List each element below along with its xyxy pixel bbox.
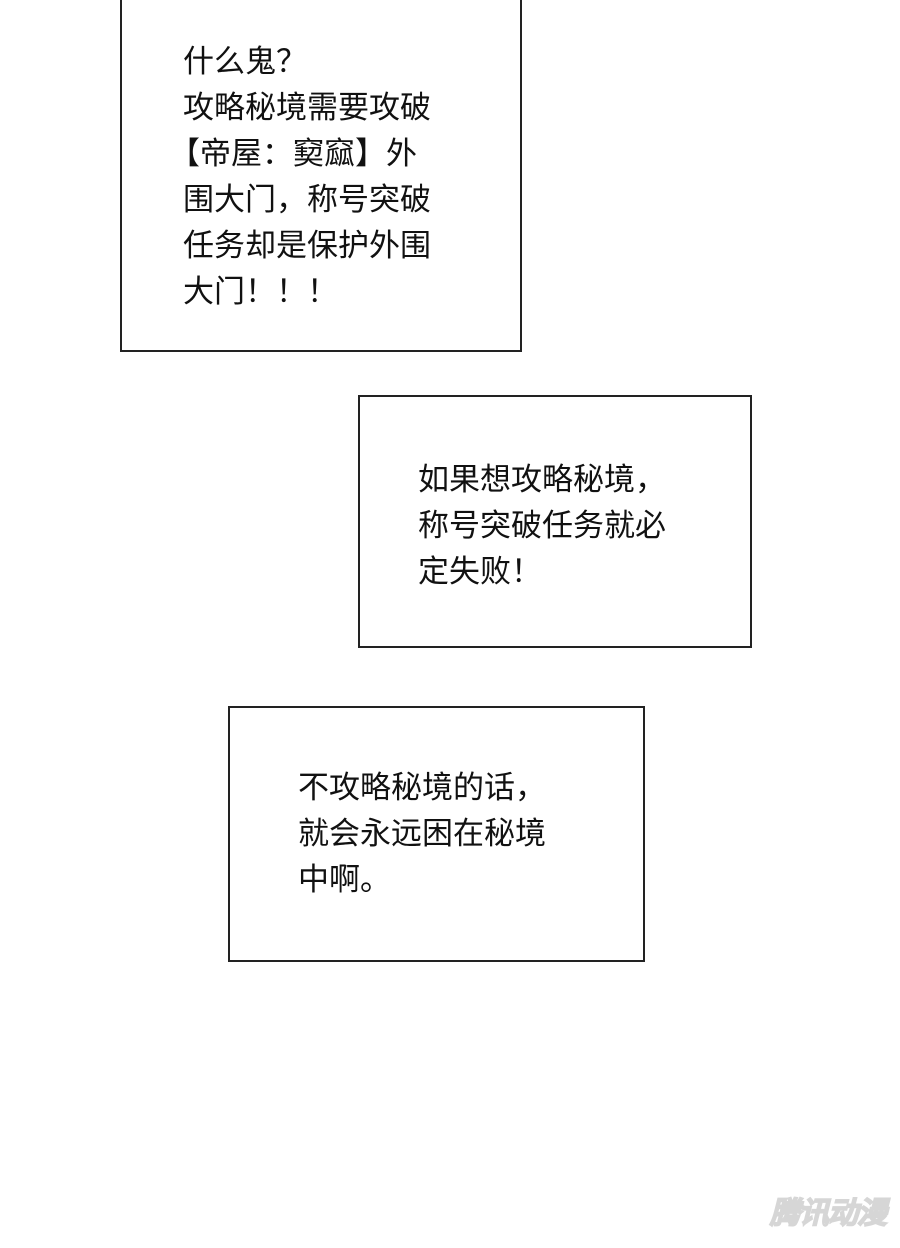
caption-text: 不攻略秘境的话， 就会永远困在秘境 中啊。 (298, 765, 546, 903)
caption-box-3: 不攻略秘境的话， 就会永远困在秘境 中啊。 (228, 706, 645, 962)
caption-text: 什么鬼？ 攻略秘境需要攻破 【帝屋：窫窳】外 围大门，称号突破 任务却是保护外围… (169, 39, 431, 315)
caption-line: 攻略秘境需要攻破 (183, 90, 431, 126)
caption-line: 如果想攻略秘境， (418, 462, 666, 498)
caption-line: 什么鬼？ (183, 44, 307, 80)
caption-line: 任务却是保护外围 (183, 228, 431, 264)
caption-line: 中啊。 (298, 862, 391, 898)
caption-line: 不攻略秘境的话， (298, 770, 546, 806)
caption-line: 围大门，称号突破 (183, 182, 431, 218)
caption-line: 【帝屋：窫窳】外 (169, 136, 417, 172)
watermark-logo: 腾讯动漫 (769, 1195, 888, 1232)
caption-line: 大门！！！ (183, 274, 338, 310)
caption-box-1: 什么鬼？ 攻略秘境需要攻破 【帝屋：窫窳】外 围大门，称号突破 任务却是保护外围… (120, 0, 522, 352)
caption-line: 定失败！ (418, 554, 542, 590)
caption-line: 就会永远困在秘境 (298, 816, 546, 852)
caption-line: 称号突破任务就必 (418, 508, 666, 544)
caption-text: 如果想攻略秘境， 称号突破任务就必 定失败！ (418, 457, 666, 595)
caption-box-2: 如果想攻略秘境， 称号突破任务就必 定失败！ (358, 395, 752, 648)
